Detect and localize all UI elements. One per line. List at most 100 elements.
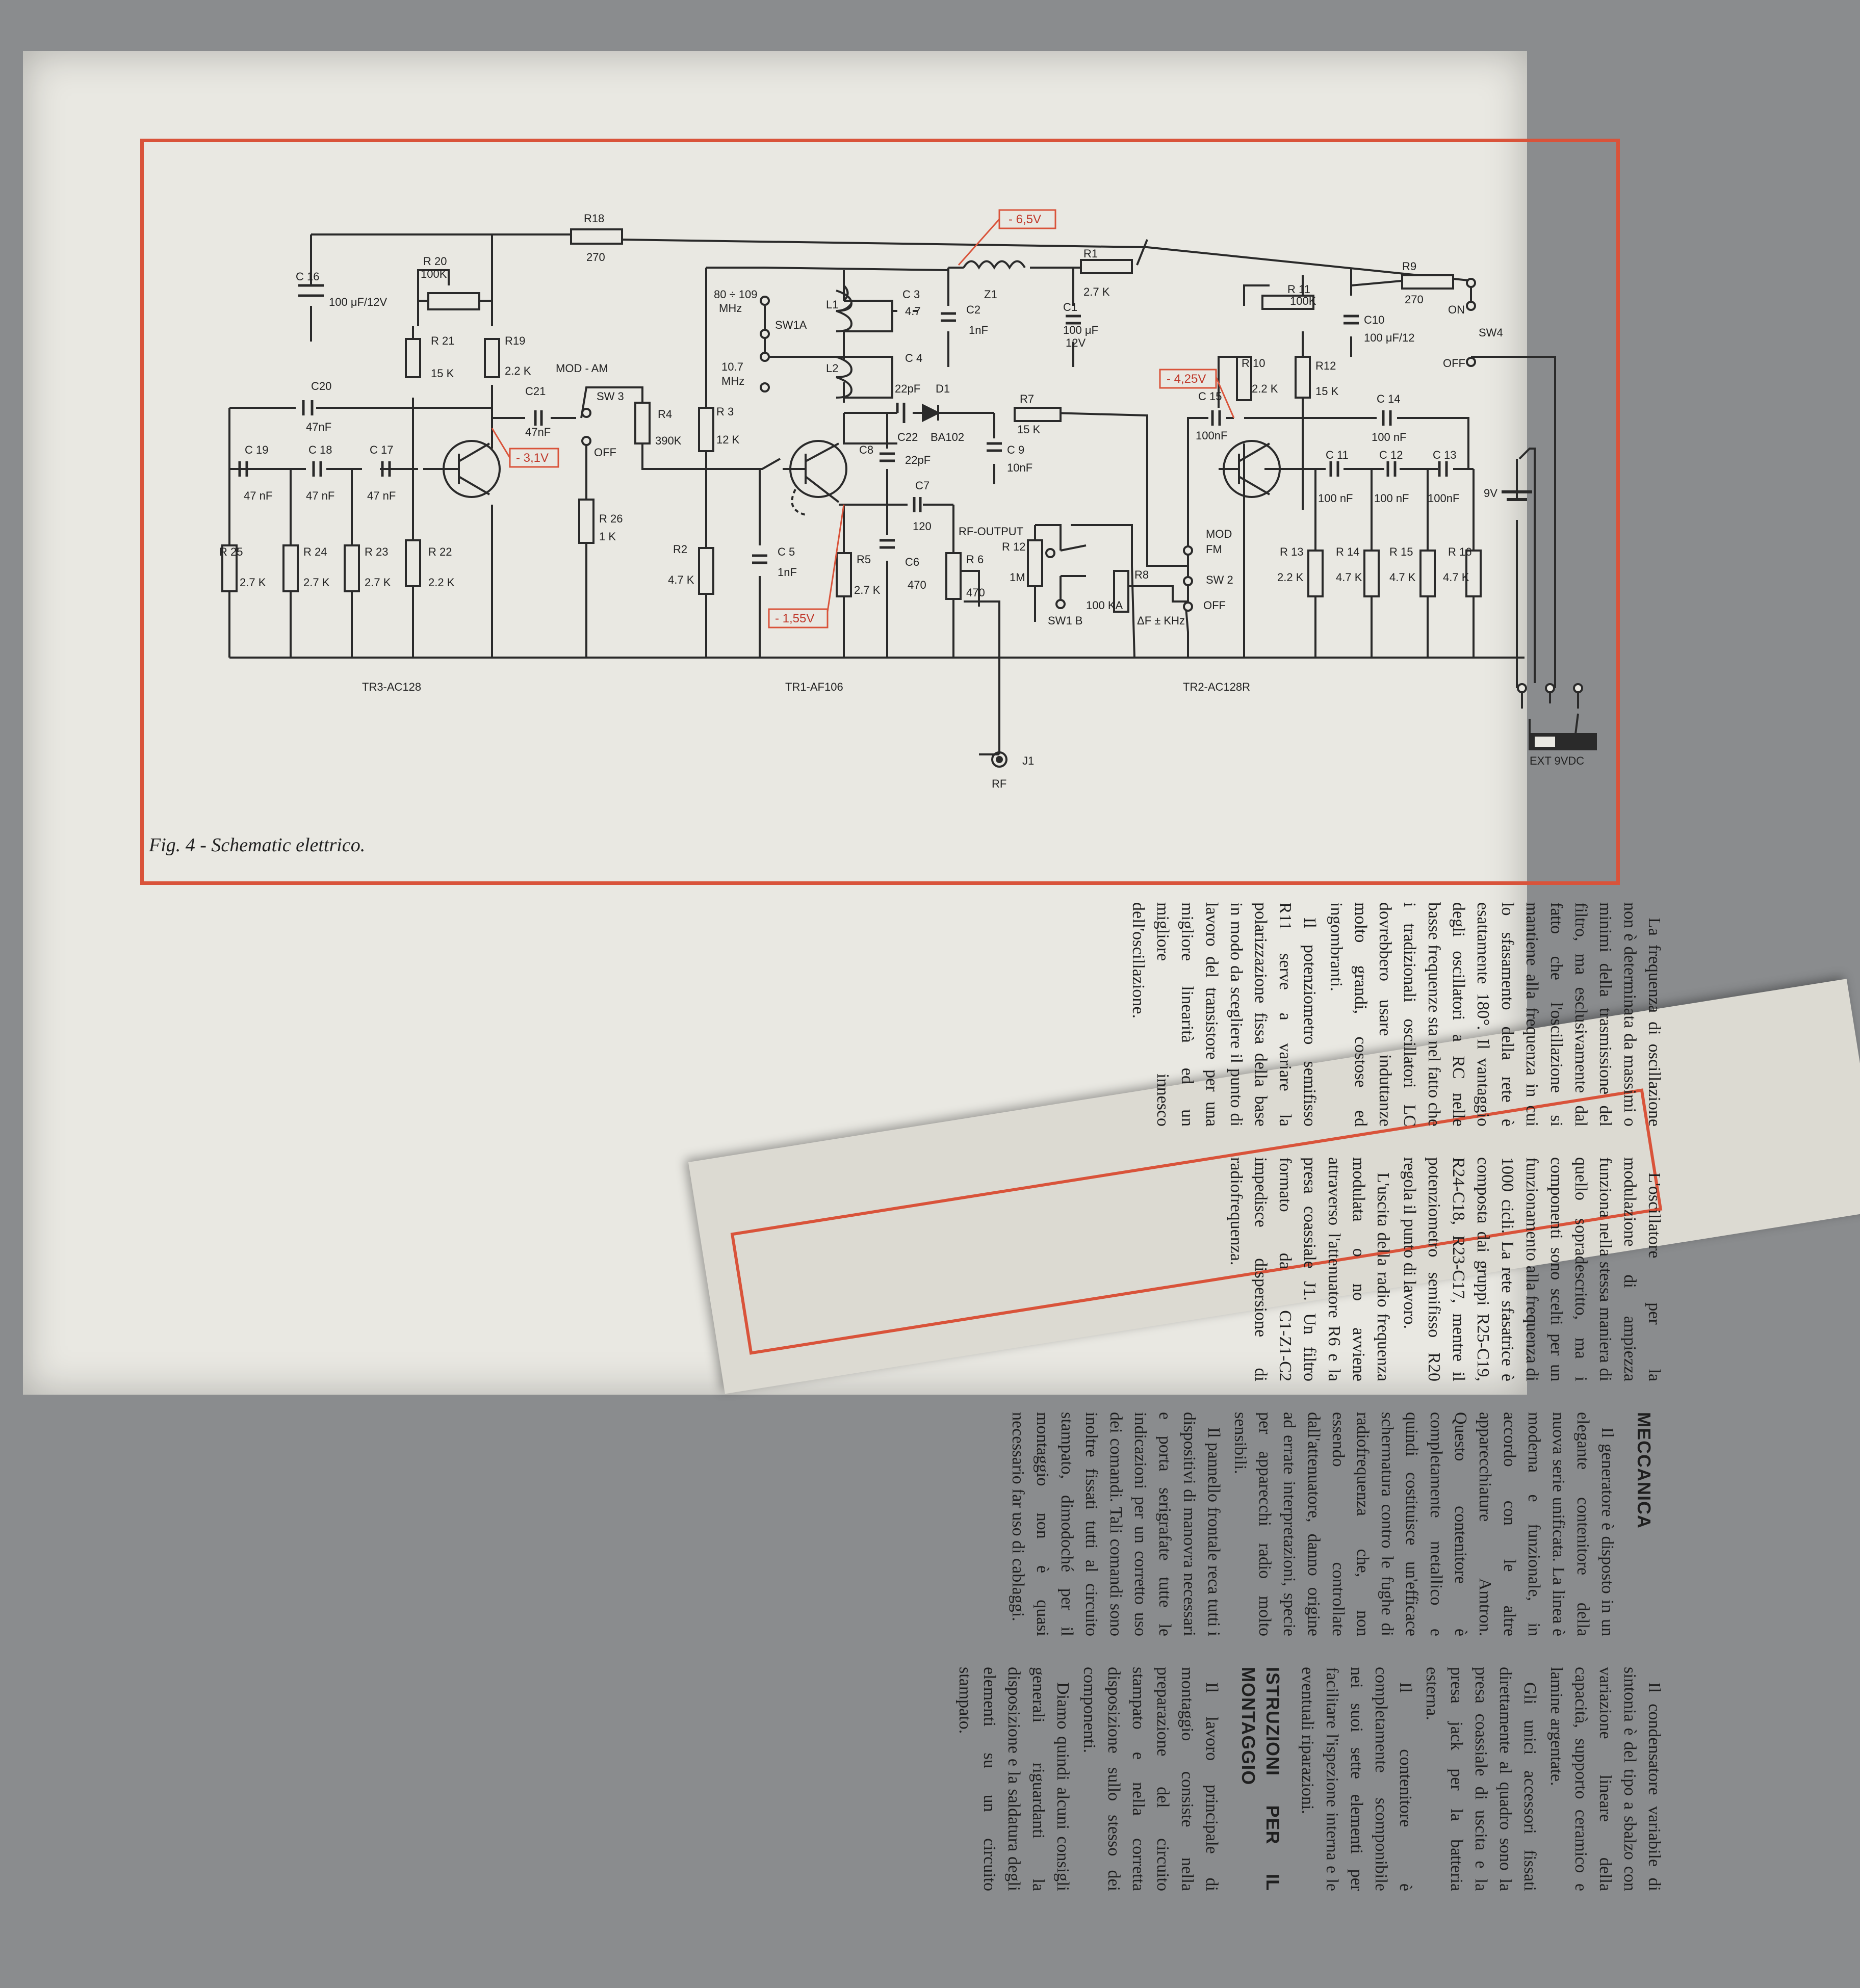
value-c1: 100 μF — [1063, 324, 1098, 336]
label-sw4-off: OFF — [1443, 357, 1465, 370]
label-r23: R 23 — [365, 545, 388, 558]
label-mod-am: MOD - AM — [556, 362, 608, 375]
label-c20: C20 — [311, 380, 331, 393]
section-heading-istruzioni: ISTRUZIONI PER IL MONTAGGIO — [1238, 1667, 1283, 1891]
voltage-tr1-supply: - 6,5V — [1009, 213, 1041, 226]
label-sw3: SW 3 — [597, 390, 624, 403]
paragraph: Gli unici accessori fissati direttamente… — [1423, 1667, 1539, 1891]
value-c9: 10nF — [1007, 461, 1032, 474]
transistors — [443, 440, 1281, 516]
label-battery: 9V — [1484, 487, 1497, 500]
value-c17: 47 nF — [367, 489, 396, 502]
value-c20: 47nF — [306, 421, 331, 433]
label-c10: C10 — [1364, 313, 1384, 326]
value-r22: 2.2 K — [428, 576, 455, 589]
label-band-fm: 80 ÷ 109 — [714, 288, 757, 301]
value-r20: 100K — [421, 268, 447, 280]
label-ext-9vdc: EXT 9VDC — [1530, 754, 1584, 767]
value-c22: 22pF — [895, 382, 920, 395]
label-rf-output: RF-OUTPUT — [959, 525, 1023, 538]
value-r16: 4.7 K — [1443, 571, 1469, 584]
value-r18: 270 — [586, 251, 605, 264]
label-r11: R 11 — [1287, 283, 1310, 296]
label-c3: C 3 — [902, 288, 920, 301]
schematic-frame — [140, 139, 1620, 885]
label-c9: C 9 — [1007, 443, 1024, 456]
section-heading-meccanica: MECCANICA — [1634, 1412, 1655, 1529]
value-c6: 470 — [908, 579, 926, 591]
label-c2: C2 — [966, 303, 980, 316]
label-c18: C 18 — [308, 443, 332, 456]
label-band-if-unit: MHz — [721, 375, 744, 387]
value-c19: 47 nF — [244, 489, 272, 502]
value-r5: 2.7 K — [854, 584, 881, 596]
value-r13: 2.2 K — [1277, 571, 1304, 584]
article-column-4: Il condensatore variabile di sintonia è … — [950, 1667, 1666, 1891]
label-rf-jack: RF — [992, 777, 1006, 790]
value-r7: 15 K — [1017, 423, 1041, 436]
label-r13: R 13 — [1280, 545, 1303, 558]
paragraph: Il potenziometro semifisso R11 serve a v… — [1129, 902, 1319, 1127]
label-sw2-off: OFF — [1203, 599, 1226, 612]
value-c10: 100 μF/12 — [1364, 331, 1415, 344]
label-c4: C 4 — [905, 352, 922, 364]
value-c5: 1nF — [778, 566, 797, 579]
label-r10: R 10 — [1242, 357, 1265, 370]
value-r26: 1 K — [599, 530, 616, 543]
label-r22: R 22 — [428, 545, 452, 558]
value-r21: 15 K — [431, 367, 454, 380]
label-c14: C 14 — [1377, 393, 1400, 405]
resistors — [221, 228, 1482, 613]
value-r9: 270 — [1405, 293, 1424, 306]
value-r3: 12 K — [716, 433, 740, 446]
paragraph: Il contenitore è completamente scomponib… — [1298, 1667, 1415, 1891]
label-c8: C8 — [859, 443, 873, 456]
label-r2: R2 — [673, 543, 687, 556]
label-r24: R 24 — [303, 545, 327, 558]
schematic-diagram — [221, 209, 1597, 768]
label-r18: R18 — [584, 212, 604, 225]
article-column-3: MECCANICA Il generatore è disposto in un… — [1003, 1412, 1666, 1636]
paragraph: Il pannello frontale reca tutti i dispos… — [1009, 1412, 1223, 1636]
label-r12: R12 — [1315, 359, 1336, 372]
wires — [228, 233, 1579, 755]
value-r15: 4.7 K — [1389, 571, 1416, 584]
paragraph: Il lavoro principale di montaggio consis… — [1080, 1667, 1221, 1891]
article-body: La frequenza di oscillazione non è deter… — [157, 902, 1666, 1988]
misc-symbols — [836, 260, 1597, 768]
label-r20: R 20 — [423, 255, 447, 268]
value-r11: 100K — [1290, 295, 1316, 307]
value-r12-1m: 1M — [1010, 571, 1025, 584]
paragraph: La frequenza di oscillazione non è deter… — [1327, 902, 1664, 1127]
value-c16: 100 μF/12V — [329, 296, 387, 308]
label-l1: L1 — [826, 298, 838, 311]
voltage-tr3-collector: - 3,1V — [516, 451, 549, 465]
label-c16: C 16 — [296, 270, 319, 283]
label-r12-1m: R 12 — [1002, 540, 1025, 553]
paragraph: L'uscita della radio frequenza modulata … — [1227, 1157, 1392, 1381]
label-l2: L2 — [826, 362, 838, 375]
value-c13: 100nF — [1428, 492, 1459, 505]
value-r10: 2.2 K — [1252, 382, 1278, 395]
voltage-tr1-emitter: - 1,55V — [775, 612, 814, 625]
value-r14: 4.7 K — [1336, 571, 1362, 584]
label-r25: R 25 — [219, 545, 243, 558]
paragraph: L'oscillatore per la modulazione di ampi… — [1400, 1157, 1664, 1381]
label-sw2-fm: FM — [1206, 543, 1222, 556]
label-tr3: TR3-AC128 — [362, 681, 421, 693]
label-sw2: SW 2 — [1206, 573, 1233, 586]
value-c11: 100 nF — [1318, 492, 1353, 505]
label-r6: R 6 — [966, 553, 984, 566]
value-c3: 4.7 — [905, 305, 921, 318]
label-c1: C1 — [1063, 301, 1077, 313]
paragraph: Il generatore è disposto in un elegante … — [1231, 1412, 1617, 1636]
label-d1: D1 — [936, 382, 950, 395]
label-z1: Z1 — [984, 288, 997, 301]
label-c7: C7 — [915, 479, 929, 492]
label-sw1b: SW1 B — [1048, 614, 1082, 627]
value-c1-voltage: 12V — [1066, 336, 1086, 349]
label-sw2-mod: MOD — [1206, 528, 1232, 540]
label-r1: R1 — [1083, 247, 1098, 260]
value-c8: 22pF — [905, 454, 931, 466]
schematic-labels: R18 270 C 16 100 μF/12V R 20 100K R 21 1… — [219, 212, 1584, 790]
